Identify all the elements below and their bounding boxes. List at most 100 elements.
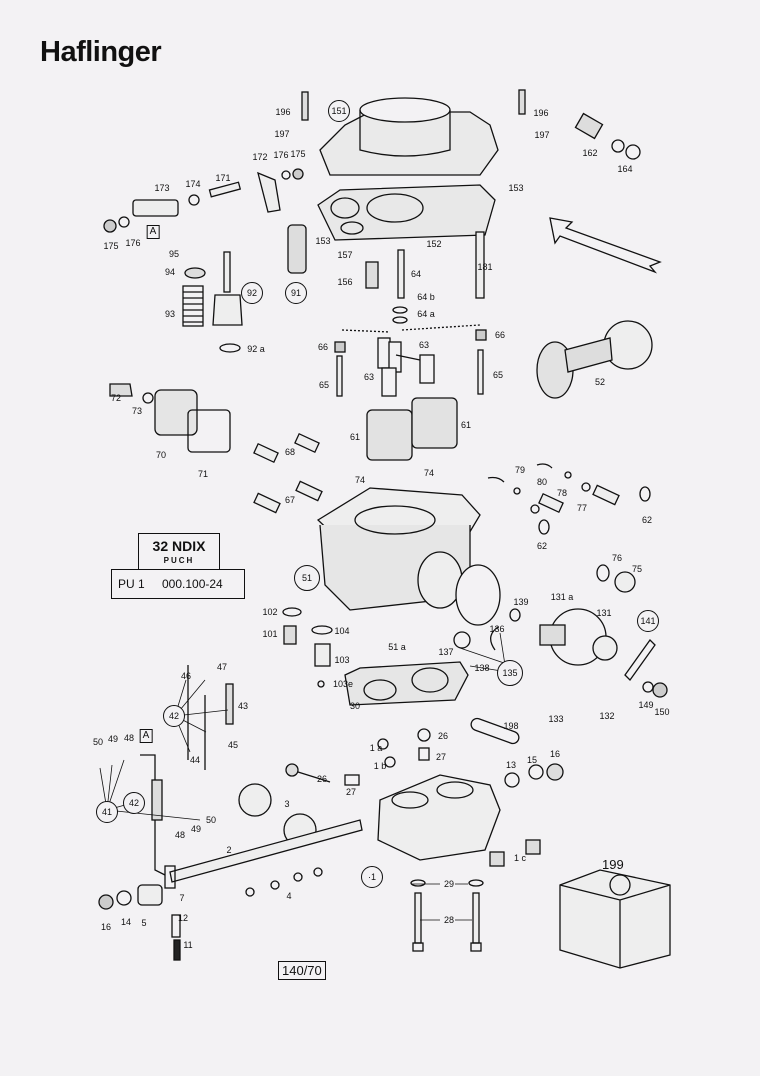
choke-linkage-drawing — [103, 168, 304, 233]
part-label: 66 — [317, 342, 329, 352]
drain-plug-162 — [574, 112, 641, 160]
part-label: 7 — [179, 893, 185, 903]
reference-a-bottom: A — [139, 729, 153, 743]
jets-67-68 — [253, 432, 323, 514]
part-label: 65 — [318, 380, 330, 390]
part-label: 27 — [435, 752, 447, 762]
part-label: 152 — [426, 239, 442, 249]
part-label: 66 — [494, 330, 506, 340]
manufacturer: PUCH — [163, 556, 195, 565]
part-label: 76 — [611, 553, 623, 563]
part-label: 103e — [332, 679, 354, 689]
callout-42: 42 — [163, 705, 185, 727]
part-label: 133 — [548, 714, 564, 724]
part-label: 176 — [273, 150, 289, 160]
part-label: 4 — [286, 891, 292, 901]
part-label: 5 — [141, 918, 147, 928]
part-label: 61 — [349, 432, 361, 442]
part-label: 47 — [216, 662, 228, 672]
part-label: 137 — [438, 647, 454, 657]
part-label: 70 — [155, 450, 167, 460]
gasket-30 — [344, 661, 469, 706]
part-label: 171 — [215, 173, 231, 183]
screws-196-drawing — [301, 89, 526, 121]
part-label: 174 — [185, 179, 201, 189]
callout-135: 135 — [497, 660, 523, 686]
bolts-28-29 — [410, 879, 484, 952]
pump-parts-91-95 — [182, 224, 307, 353]
part-label: 1 b — [373, 761, 387, 771]
idle-jets-77-80 — [487, 463, 651, 535]
part-label: 138 — [474, 663, 490, 673]
part-label: 3 — [284, 799, 290, 809]
part-label: 15 — [526, 755, 538, 765]
part-label: 131 a — [550, 592, 574, 602]
part-label: 196 — [533, 108, 549, 118]
throttle-base — [377, 774, 501, 861]
part-label: 196 — [275, 107, 291, 117]
part-label: 156 — [337, 277, 353, 287]
part-label: 51 a — [388, 642, 406, 652]
part-label: 93 — [164, 309, 176, 319]
callout-141: 141 — [637, 610, 659, 632]
carburetor-spec-box: 32 NDIX PUCH PU 1 000.100-24 — [111, 533, 245, 599]
spec-box-top: 32 NDIX PUCH — [138, 533, 220, 570]
part-label: 64 b — [417, 292, 435, 302]
part-label: 150 — [654, 707, 670, 717]
part-label: 63 — [363, 372, 375, 382]
part-number: 000.100-24 — [162, 577, 223, 591]
part-label: 197 — [534, 130, 550, 140]
part-label: 131 — [596, 608, 612, 618]
part-label: 172 — [252, 152, 268, 162]
part-label: 44 — [189, 755, 201, 765]
part-label: 30 — [349, 701, 361, 711]
callout-51: 51 — [294, 565, 320, 591]
part-label: 136 — [489, 624, 505, 634]
part-label: 153 — [508, 183, 524, 193]
part-label: 198 — [503, 721, 519, 731]
part-label: 27 — [345, 787, 357, 797]
float-52 — [536, 320, 653, 399]
part-label: 77 — [576, 503, 588, 513]
part-label: 78 — [556, 488, 568, 498]
part-label: 64 — [410, 269, 422, 279]
part-label: 1 c — [513, 853, 527, 863]
direction-arrow — [549, 217, 662, 274]
repair-kit-tin-199 — [559, 869, 671, 969]
part-label: 11 — [183, 940, 193, 950]
part-label: 2 — [226, 845, 232, 855]
repair-kit-number: 199 — [602, 857, 624, 872]
part-label: 49 — [190, 824, 202, 834]
part-label: 45 — [227, 740, 239, 750]
throttle-shaft-2 — [169, 819, 363, 883]
pump-parts-101-104 — [282, 607, 333, 688]
part-label: 94 — [164, 267, 176, 277]
part-label: 61 — [460, 420, 472, 430]
part-label: 50 — [92, 737, 104, 747]
part-label: 29 — [443, 879, 455, 889]
part-label: 173 — [154, 183, 170, 193]
part-label: 74 — [423, 468, 435, 478]
page-number: 140/70 — [278, 961, 326, 980]
part-label: 48 — [123, 733, 135, 743]
callout-42-lower: 42 — [123, 792, 145, 814]
part-label: 62 — [536, 541, 548, 551]
part-label: 181 — [477, 262, 493, 272]
application-code: PU 1 — [118, 577, 145, 591]
air-filter-70-71 — [109, 383, 231, 453]
part-label: 79 — [514, 465, 526, 475]
part-label: 52 — [594, 377, 606, 387]
reference-a-top: A — [146, 225, 160, 239]
part-label: 74 — [354, 475, 366, 485]
mixture-screw-26-27 — [285, 728, 431, 786]
part-label: 13 — [505, 760, 517, 770]
part-label: 92 a — [247, 344, 265, 354]
part-label: 164 — [617, 164, 633, 174]
part-label: 102 — [262, 607, 278, 617]
part-label: 50 — [205, 815, 217, 825]
lever-198 — [377, 717, 564, 788]
page-title: Haflinger — [40, 36, 162, 68]
spec-box-bottom: PU 1 000.100-24 — [111, 569, 245, 599]
callout-1: ·1 — [361, 866, 383, 888]
